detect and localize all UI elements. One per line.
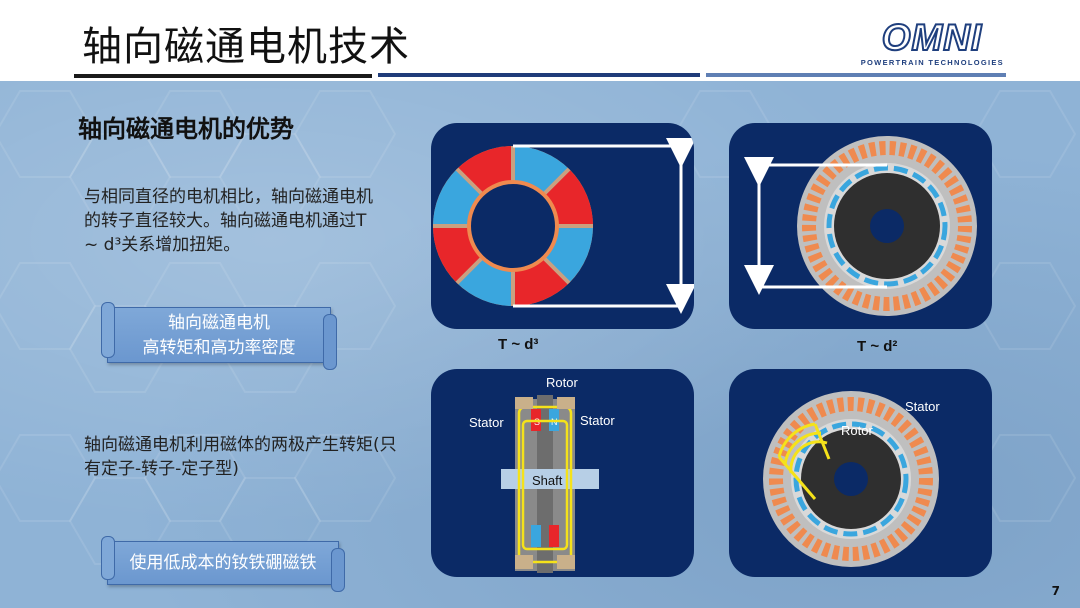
axial-flux-cross-section: Rotor Stator Stator S N Shaft bbox=[431, 369, 694, 577]
label-stator: Stator bbox=[905, 399, 940, 414]
label-stator-right: Stator bbox=[580, 413, 615, 428]
page-number: 7 bbox=[1051, 584, 1060, 598]
slide-body: 轴向磁通电机的优势 与相同直径的电机相比，轴向磁通电机的转子直径较大。轴向磁通电… bbox=[0, 81, 1080, 608]
logo-subtitle: POWERTRAIN TECHNOLOGIES bbox=[860, 58, 1004, 67]
label-stator-left: Stator bbox=[469, 415, 504, 430]
slide-title: 轴向磁通电机技术 bbox=[82, 24, 410, 70]
banner-line-1: 轴向磁通电机 bbox=[168, 313, 270, 333]
banner-line-2: 高转矩和高功率密度 bbox=[142, 338, 296, 358]
slide-header: 轴向磁通电机技术 OMNI POWERTRAIN TECHNOLOGIES bbox=[0, 0, 1080, 80]
section-heading: 轴向磁通电机的优势 bbox=[78, 115, 294, 143]
banner-text: 使用低成本的钕铁硼磁铁 bbox=[129, 553, 317, 573]
logo-wordmark: OMNI bbox=[881, 17, 983, 58]
axial-flux-rotor-diagram bbox=[431, 123, 694, 329]
caption-axial-torque: T ~ d³ bbox=[498, 336, 539, 353]
torque-advantage-text: 与相同直径的电机相比，轴向磁通电机的转子直径较大。轴向磁通电机通过T ~ d³关… bbox=[84, 187, 373, 255]
title-underline bbox=[74, 74, 372, 78]
highlight-banner-torque: 轴向磁通电机 高转矩和高功率密度 bbox=[101, 302, 337, 370]
label-rotor: Rotor bbox=[546, 375, 578, 390]
caption-radial-torque: T ~ d² bbox=[857, 338, 898, 355]
highlight-banner-magnet: 使用低成本的钕铁硼磁铁 bbox=[101, 536, 345, 592]
omni-logo: OMNI POWERTRAIN TECHNOLOGIES bbox=[856, 17, 1008, 68]
header-rule-steel bbox=[706, 73, 1006, 77]
dual-pole-text: 轴向磁通电机利用磁体的两极产生转矩(只有定子-转子-定子型) bbox=[84, 435, 397, 479]
radial-flux-motor-diagram bbox=[729, 123, 992, 329]
header-rule-blue bbox=[378, 73, 700, 77]
label-rotor-radial: Rotor bbox=[841, 423, 873, 438]
label-shaft: Shaft bbox=[532, 473, 563, 488]
radial-flux-section-diagram: Stator Rotor bbox=[729, 369, 992, 577]
